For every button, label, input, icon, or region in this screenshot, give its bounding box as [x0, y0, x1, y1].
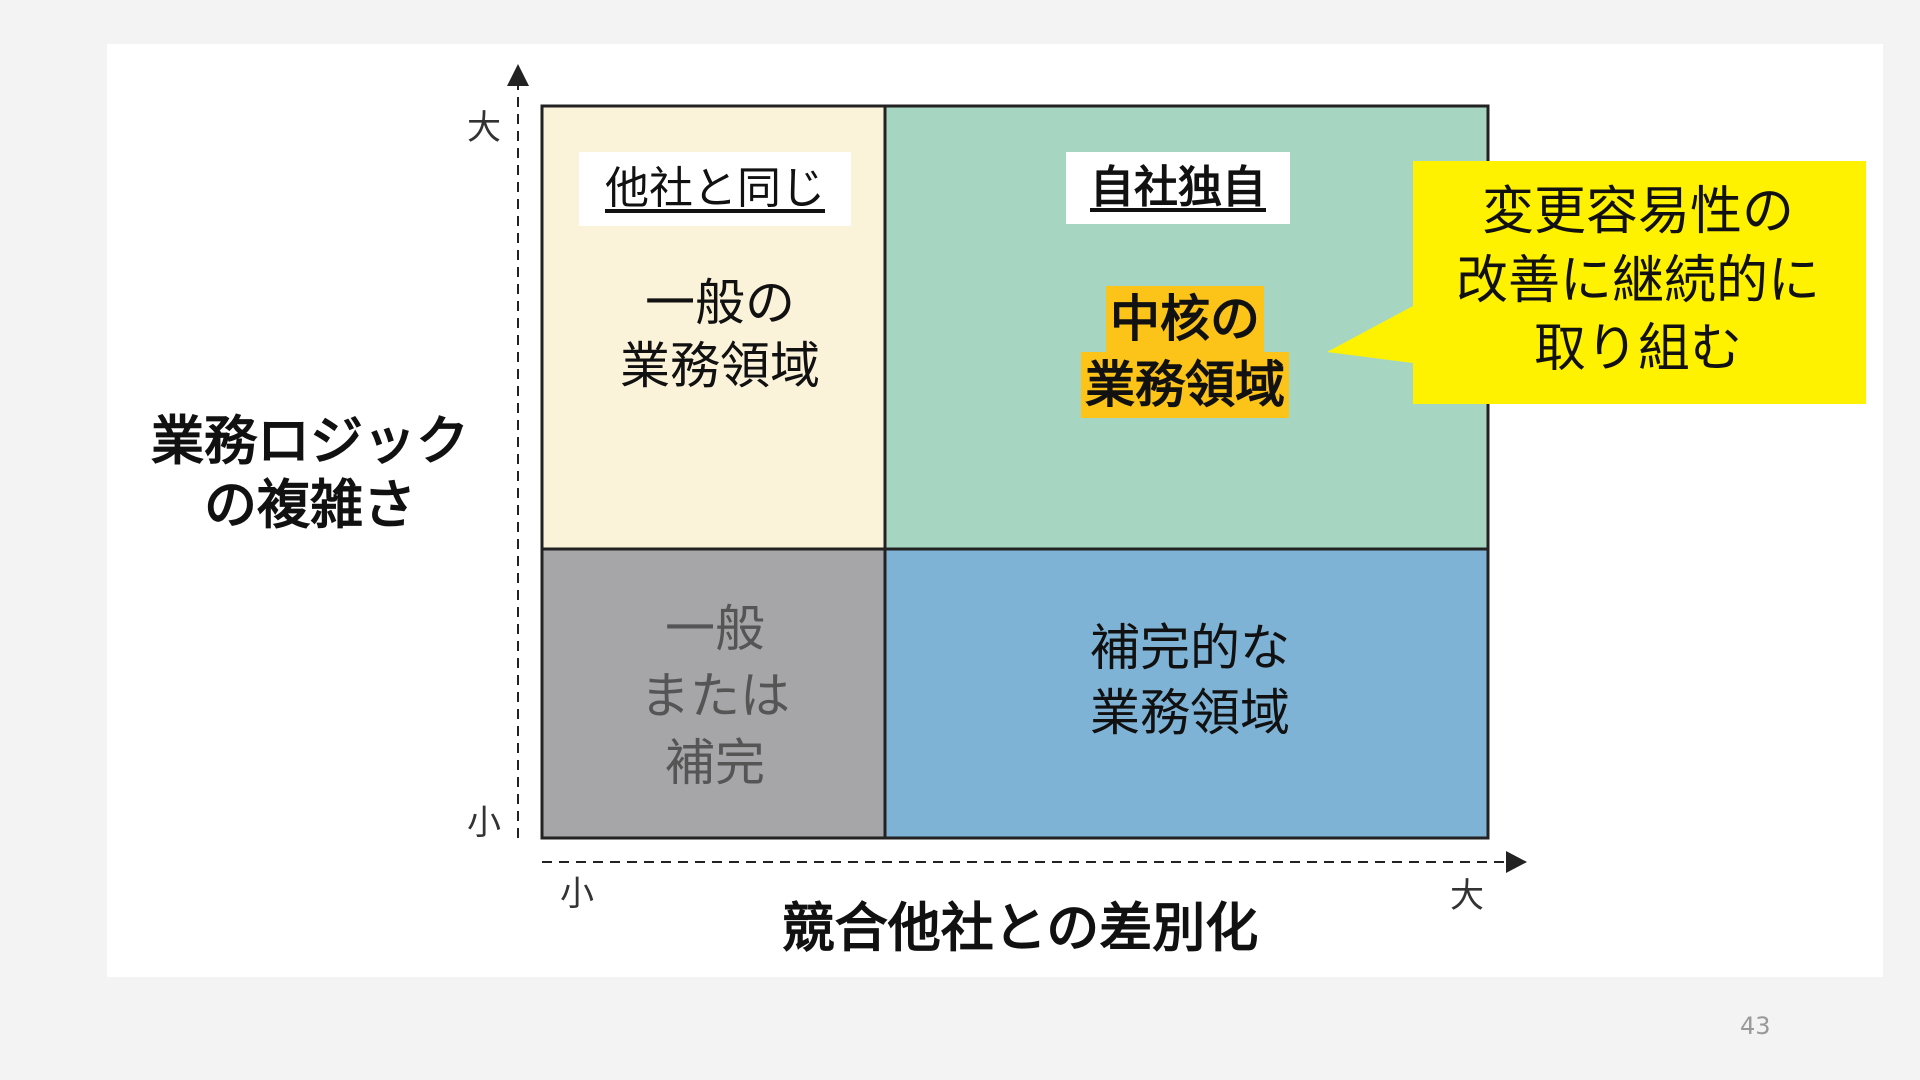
- matrix-border: [540, 104, 1490, 840]
- quadrant-top-left-header: 他社と同じ: [579, 152, 851, 226]
- quadrant-bottom-left-label: 一般 または 補完: [560, 596, 870, 797]
- y-axis-arrow: [507, 64, 529, 86]
- quadrant-bottom-left-line-2: または: [640, 667, 790, 725]
- y-axis-bottom-tick: 小: [467, 803, 501, 843]
- quadrant-top-left-header-text: 他社と同じ: [605, 163, 825, 214]
- page-number: 43: [1740, 1012, 1771, 1040]
- quadrant-bottom-right-bg: [885, 549, 1488, 838]
- callout-bubble: [1327, 161, 1866, 404]
- quadrant-top-left-line-1: 一般の: [645, 274, 795, 332]
- quadrant-bottom-right-line-2: 業務領域: [1090, 684, 1290, 742]
- quadrant-bottom-left-line-3: 補完: [665, 734, 765, 792]
- y-axis-title-line-1: 業務ロジック: [151, 411, 469, 472]
- x-axis-left-tick: 小: [560, 874, 594, 914]
- callout-line-3: 取り組む: [1533, 319, 1742, 380]
- x-axis-right-tick: 大: [1450, 876, 1484, 916]
- quadrant-top-right-line-1: 中核の: [1106, 286, 1264, 352]
- x-axis-title: 競合他社との差別化: [781, 898, 1259, 959]
- y-axis-top-tick: 大: [467, 108, 501, 148]
- y-axis-title-line-2: の複雑さ: [204, 474, 416, 536]
- quadrant-top-right-header: 自社独自: [1066, 152, 1290, 224]
- quadrant-bottom-right-label: 補完的な 業務領域: [1040, 616, 1340, 746]
- quadrant-top-right-label: 中核の 業務領域: [1040, 286, 1330, 418]
- quadrant-top-left-line-2: 業務領域: [620, 336, 820, 395]
- quadrant-top-right-line-2: 業務領域: [1081, 352, 1289, 418]
- y-axis-title: 業務ロジック の複雑さ: [135, 410, 485, 537]
- quadrant-bottom-left-bg: [542, 549, 885, 838]
- quadrant-top-right-header-text: 自社独自: [1090, 162, 1266, 213]
- callout-text: 変更容易性の 改善に継続的に 取り組む: [1413, 178, 1863, 384]
- quadrant-top-left-label: 一般の 業務領域: [560, 272, 880, 397]
- x-axis-arrow: [1506, 851, 1527, 873]
- callout-line-2: 改善に継続的に: [1455, 250, 1820, 311]
- quadrant-bottom-left-line-1: 一般: [665, 600, 765, 658]
- quadrant-bottom-right-line-1: 補完的な: [1090, 619, 1290, 677]
- callout-line-1: 変更容易性の: [1481, 182, 1794, 242]
